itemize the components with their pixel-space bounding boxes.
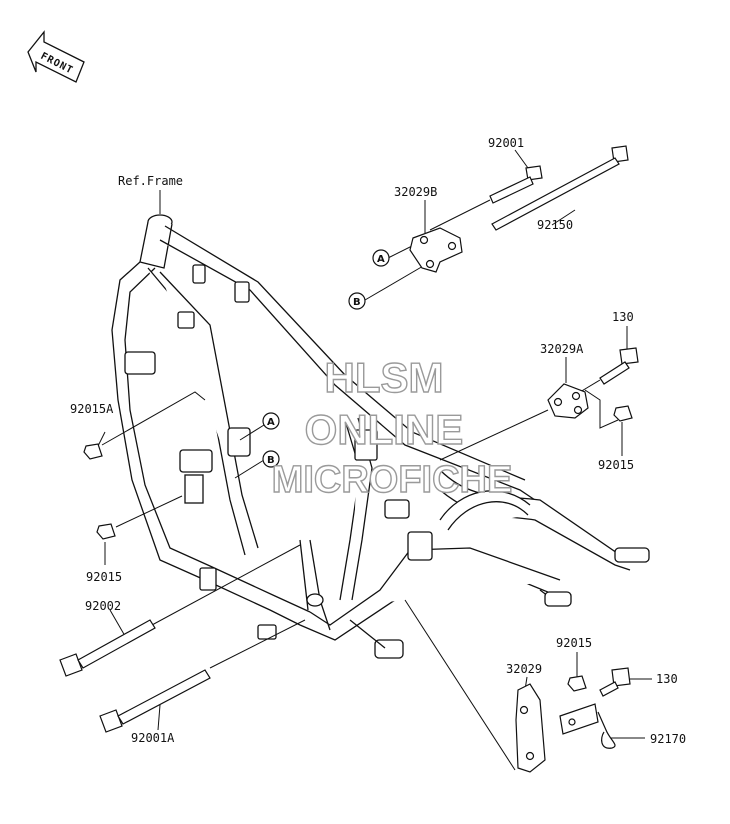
motorcycle-frame <box>111 214 650 659</box>
nut-92015-bottom-icon <box>567 675 587 692</box>
watermark-line-1: HLSM <box>325 354 444 401</box>
bolt-130-bottom-icon <box>599 667 631 697</box>
part-label-92170: 92170 <box>650 732 686 746</box>
leader-lines <box>97 149 652 771</box>
bolt-92150-icon <box>491 145 629 231</box>
bolt-92001-icon <box>489 165 543 204</box>
nut-92015a-icon <box>83 443 103 460</box>
clip-92170-icon <box>559 703 616 749</box>
nut-92015-left-icon <box>96 523 116 540</box>
watermark: HLSM ONLINE MICROFICHE <box>271 353 513 501</box>
part-label-92002: 92002 <box>85 599 121 613</box>
svg-text:A: A <box>377 254 385 265</box>
bracket-32029a-icon <box>547 383 589 419</box>
watermark-line-2: ONLINE <box>305 406 464 453</box>
callout-b-top: B <box>348 292 366 310</box>
part-label-92015-left: 92015 <box>86 570 122 584</box>
nut-92015-right-icon <box>613 405 633 422</box>
callout-a-top: A <box>372 249 390 267</box>
svg-text:B: B <box>353 297 361 308</box>
part-label-130-top: 130 <box>612 310 634 324</box>
front-arrow-icon: FRONT <box>27 30 85 83</box>
part-label-32029: 32029 <box>506 662 542 676</box>
callout-a-left: A <box>262 412 280 430</box>
callout-b-left: B <box>262 450 280 468</box>
part-label-32029b: 32029B <box>394 185 437 199</box>
part-label-92015-right: 92015 <box>598 458 634 472</box>
bracket-32029b-icon <box>409 227 463 273</box>
svg-text:A: A <box>267 417 275 428</box>
part-label-130-bottom: 130 <box>656 672 678 686</box>
bracket-32029-icon <box>515 683 546 773</box>
bolt-92001a-icon <box>99 669 211 733</box>
part-label-92015-bottom: 92015 <box>556 636 592 650</box>
part-label-92015a: 92015A <box>70 402 114 416</box>
ref-frame-label: Ref.Frame <box>118 174 183 188</box>
watermark-line-3: MICROFICHE <box>272 459 513 501</box>
bolt-130-top-icon <box>599 347 639 385</box>
part-label-32029a: 32029A <box>540 342 584 356</box>
part-label-92001: 92001 <box>488 136 524 150</box>
svg-text:B: B <box>267 455 275 466</box>
part-label-92150: 92150 <box>537 218 573 232</box>
bolt-92002-icon <box>59 619 156 677</box>
part-label-92001a: 92001A <box>131 731 175 745</box>
